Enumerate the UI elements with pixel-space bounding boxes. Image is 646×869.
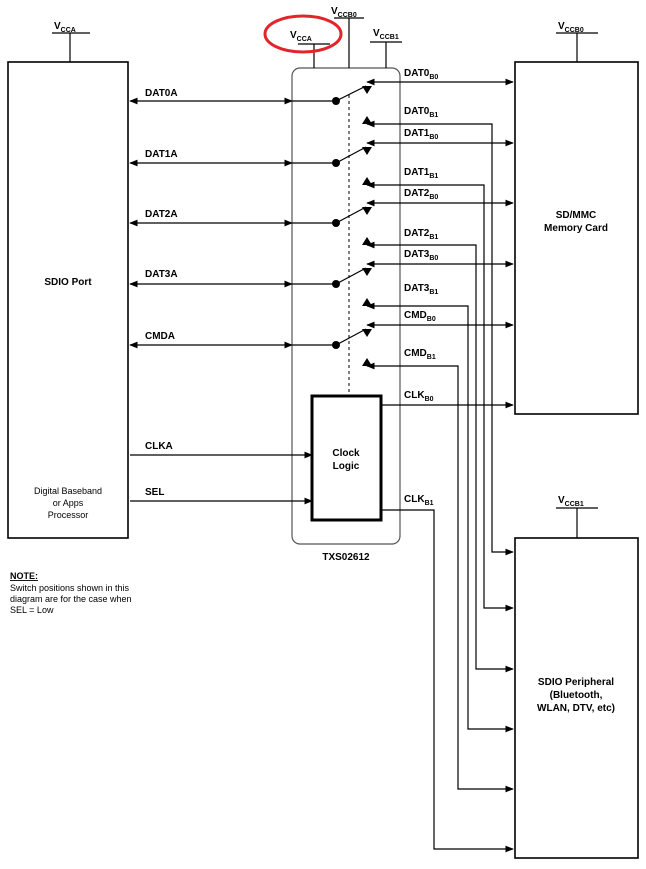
dat2-b0-line: DAT2B0 [366,188,514,207]
clk-b0-line: CLKB0 [381,390,514,409]
vccb0-chip-label: VCCB0 [331,6,357,19]
sdio-peripheral-block [514,537,639,859]
dat1-b1-label: DAT1B1 [404,167,438,180]
cmd-b1-label: CMDB1 [404,348,436,361]
cmd-b0-line: CMDB0 [366,310,514,329]
clock-logic-label-1: Clock [332,448,360,459]
sd-mmc-label-1: SD/MMC [556,210,597,221]
dat2-b0-label: DAT2B0 [404,188,438,201]
cmd-b1-line: CMDB1 [366,348,514,793]
baseband-label-2: or Apps [53,498,84,508]
vcca-chip-label: VCCA [290,30,312,43]
note-line-2: diagram are for the case when [10,594,132,604]
dat0-b0-line: DAT0B0 [366,68,514,86]
dat2a-label: DAT2A [145,209,178,220]
dat2-b1-line: DAT2B1 [366,228,514,673]
note-line-3: SEL = Low [10,605,54,615]
vcca-highlight-circle [263,14,343,54]
clk-b1-line: CLKB1 [381,494,514,853]
dat1-b0-line: DAT1B0 [366,128,514,147]
switch-dat1 [332,146,372,185]
dat3a-line: DAT3A [129,269,334,288]
dat1-b0-label: DAT1B0 [404,128,438,141]
dat1a-line: DAT1A [129,149,334,167]
dat1a-label: DAT1A [145,149,178,160]
vccb0-card-label: VCCB0 [558,21,584,34]
clk-b1-label: CLKB1 [404,494,434,507]
dat1-b1-line: DAT1B1 [366,167,514,612]
cmd-b0-label: CMDB0 [404,310,436,323]
peripheral-label-2: (Bluetooth, [550,690,603,701]
baseband-label-3: Processor [48,510,89,520]
dat0-b0-label: DAT0B0 [404,68,438,81]
clock-logic-label-2: Logic [333,461,360,472]
dat3-b0-line: DAT3B0 [366,249,514,268]
dat2-b1-label: DAT2B1 [404,228,438,241]
clk-b0-label: CLKB0 [404,390,434,403]
dat0a-label: DAT0A [145,88,178,99]
dat2a-line: DAT2A [129,209,334,227]
vcca-left-label: VCCA [54,21,76,34]
vccb1-chip-label: VCCB1 [373,28,399,41]
dat3-b0-label: DAT3B0 [404,249,438,262]
sel-label: SEL [145,487,164,498]
peripheral-label-3: WLAN, DTV, etc) [537,703,615,714]
sdio-port-label: SDIO Port [44,277,92,288]
switch-dat3 [332,267,372,306]
sdio-port-block [7,61,129,539]
baseband-label-1: Digital Baseband [34,486,102,496]
dat0-b1-line: DAT0B1 [366,106,514,556]
switch-dat0 [332,85,372,124]
sd-mmc-card-block [514,61,639,415]
cmda-label: CMDA [145,331,175,342]
clka-label: CLKA [145,441,173,452]
note-line-1: Switch positions shown in this [10,583,130,593]
note-title: NOTE: [10,571,38,581]
cmda-line: CMDA [129,331,334,349]
dat0a-line: DAT0A [129,88,334,105]
dat3-b1-label: DAT3B1 [404,283,438,296]
sd-mmc-label-2: Memory Card [544,223,608,234]
dat0-b1-label: DAT0B1 [404,106,438,119]
peripheral-label-1: SDIO Peripheral [538,677,614,688]
sel-line: SEL [130,487,313,505]
dat3-b1-line: DAT3B1 [366,283,514,733]
switch-cmd [332,328,372,366]
switch-dat2 [332,206,372,245]
chip-name-label: TXS02612 [322,552,370,563]
dat3a-label: DAT3A [145,269,178,280]
switch-note: NOTE: Switch positions shown in this dia… [10,571,132,615]
clka-line: CLKA [130,441,313,459]
vccb1-periph-label: VCCB1 [558,495,584,508]
